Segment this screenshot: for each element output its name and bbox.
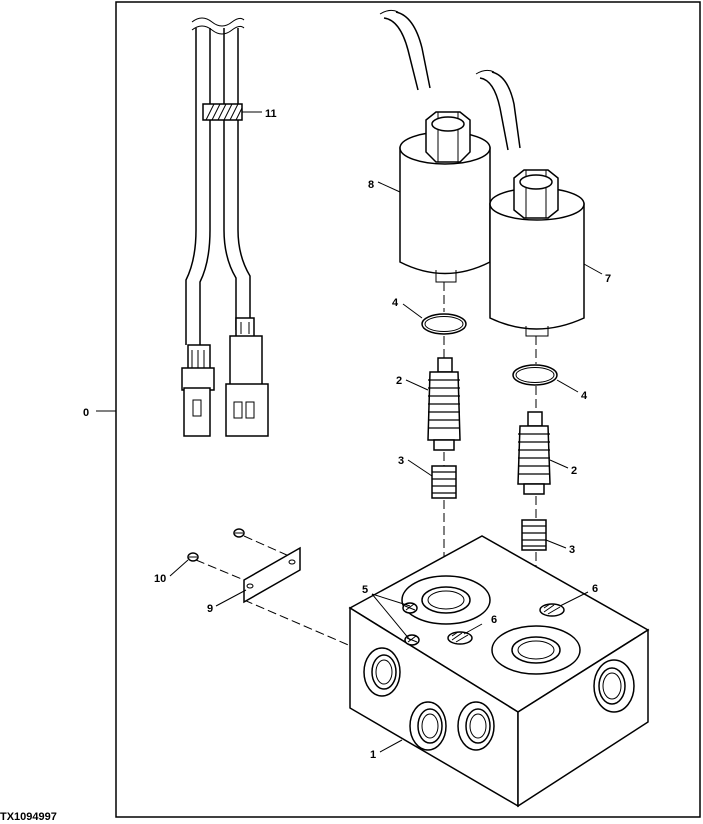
plug-5-upper — [402, 602, 418, 614]
callout-4-right: 4 — [581, 390, 588, 402]
callout-5: 5 — [362, 584, 368, 596]
callout-2-right: 2 — [571, 465, 577, 477]
port-left-3 — [457, 701, 495, 751]
callout-4-left: 4 — [392, 297, 399, 309]
screw-upper — [233, 528, 245, 538]
valve-manifold-block — [348, 535, 650, 808]
o-ring-left — [421, 313, 467, 335]
spring-left — [431, 465, 457, 499]
left-connector — [181, 344, 215, 437]
port-left-1 — [363, 647, 401, 697]
tape-band — [202, 103, 243, 121]
figure-id: TX1094997 — [0, 811, 57, 823]
right-connector — [225, 317, 269, 437]
port-left-2 — [409, 701, 447, 751]
callout-7: 7 — [605, 273, 611, 285]
port-right — [593, 659, 635, 713]
callout-0: 0 — [83, 407, 89, 419]
callout-3-left: 3 — [398, 455, 404, 467]
callout-10: 10 — [154, 573, 166, 585]
callout-2-left: 2 — [396, 375, 402, 387]
solenoid-coil-8 — [379, 9, 491, 283]
plug-6-right — [539, 603, 565, 617]
plug-6-left — [447, 631, 473, 645]
callout-3-right: 3 — [569, 544, 575, 556]
leader-lines — [96, 111, 603, 753]
callout-6-right: 6 — [592, 583, 598, 595]
callout-11: 11 — [265, 108, 277, 120]
o-ring-right — [512, 364, 558, 386]
mounting-bracket — [243, 546, 301, 604]
figure-frame — [115, 1, 701, 818]
screw-lower — [187, 552, 199, 562]
cartridge-valve-left — [427, 357, 461, 451]
cartridge-valve-right — [517, 411, 551, 495]
callout-9: 9 — [207, 603, 213, 615]
spring-right — [521, 519, 547, 551]
wire-harness — [181, 17, 269, 437]
solenoid-coil-7 — [475, 69, 585, 337]
callout-8: 8 — [368, 179, 374, 191]
callout-1: 1 — [370, 749, 376, 761]
callout-6-left: 6 — [491, 614, 497, 626]
